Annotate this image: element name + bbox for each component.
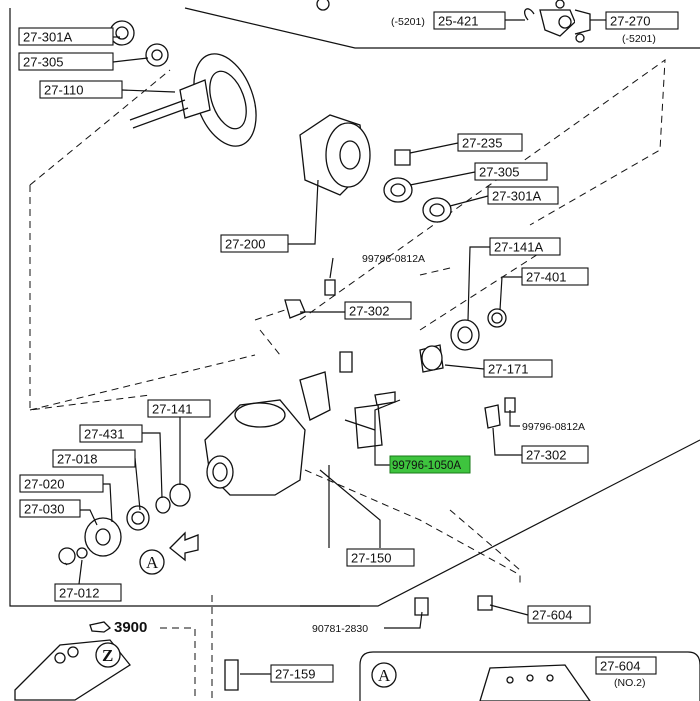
- part-range-5201-right: (-5201): [622, 33, 656, 45]
- reference-3900: 3900: [114, 619, 147, 636]
- carrier-housing-part: [58, 371, 383, 565]
- ring-gear-part: [109, 20, 257, 147]
- differential-case-part: [299, 114, 452, 223]
- callout-27-200: 27-200: [220, 234, 289, 253]
- callout-27-302: 27-302: [521, 445, 589, 464]
- part-99796-0812A-right: 99796-0812A: [522, 421, 585, 433]
- callout-25-421: 25-421: [433, 11, 506, 30]
- callout-label: 27-141A: [494, 240, 543, 255]
- callout-27-110: 27-110: [39, 80, 123, 99]
- callout-27-302: 27-302: [344, 301, 412, 320]
- highlighted-part-number: 99796-1050A: [392, 460, 461, 472]
- callout-label: 27-431: [84, 427, 124, 442]
- callout-label: 27-401: [526, 270, 566, 285]
- callout-27-171: 27-171: [483, 359, 553, 378]
- callout-27-301a: 27-301A: [487, 186, 559, 205]
- callout-27-030: 27-030: [19, 499, 81, 518]
- dashed-outline-bottom: [304, 469, 521, 585]
- inset-a-cover-part: [479, 664, 591, 701]
- circle-z-letter: Z: [102, 646, 113, 665]
- callout-group: 27-301A 27-305 27-110 27-235 27-305 27-301A 27…: [18, 11, 679, 683]
- callout-label: 27-200: [225, 237, 265, 252]
- inset-a-frame: [359, 651, 700, 701]
- inset-no2-note: (NO.2): [614, 677, 646, 689]
- callout-label: 27-030: [24, 502, 64, 517]
- hand-pointer-icon: [89, 621, 112, 633]
- callout-label: 27-235: [462, 136, 502, 151]
- frame-top-edge: [184, 7, 700, 49]
- callout-27-141a: 27-141A: [489, 237, 561, 256]
- part-90781-2830: 90781-2830: [312, 623, 368, 635]
- bottom-bolts: [224, 595, 493, 691]
- callout-27-604: 27-604: [595, 656, 657, 675]
- view-direction-arrow: [169, 531, 199, 562]
- callout-label: 27-270: [610, 14, 650, 29]
- callout-label: 27-604: [532, 608, 572, 623]
- circle-a-letter: A: [146, 553, 159, 572]
- dashed-outline: [29, 58, 666, 411]
- callout-label: 27-110: [44, 83, 84, 98]
- callout-label: 27-171: [488, 362, 528, 377]
- callout-label: 27-012: [59, 586, 99, 601]
- inset-a-letter: A: [378, 666, 391, 685]
- callout-27-141: 27-141: [147, 399, 211, 418]
- callout-label: 27-141: [152, 402, 192, 417]
- callout-27-301a: 27-301A: [18, 27, 114, 46]
- callout-label: 27-020: [24, 477, 64, 492]
- callout-label: 27-302: [349, 304, 389, 319]
- companion-flange-part: [316, 0, 591, 43]
- callout-label: 27-301A: [23, 30, 72, 45]
- callout-27-159: 27-159: [270, 664, 334, 683]
- callout-highlighted-99796-1050a: 99796-1050A: [389, 455, 471, 474]
- part-99796-0812A-top: 99796-0812A: [362, 253, 425, 265]
- callout-label: 27-018: [57, 452, 97, 467]
- callout-label: 27-302: [526, 448, 566, 463]
- inset-a-marker: A: [371, 662, 397, 688]
- callout-label: 27-305: [479, 165, 519, 180]
- callout-27-401: 27-401: [521, 267, 589, 286]
- bolts-brackets: [284, 279, 516, 429]
- callout-27-018: 27-018: [52, 449, 136, 468]
- callout-label: 25-421: [438, 14, 478, 29]
- callout-27-020: 27-020: [19, 474, 104, 493]
- callout-27-235: 27-235: [457, 133, 523, 152]
- callout-label: 27-604: [600, 659, 640, 674]
- callout-label: 27-305: [23, 55, 63, 70]
- part-range-5201-left: (-5201): [391, 16, 425, 28]
- leader-lines: [58, 19, 606, 675]
- circle-a-marker: A: [139, 549, 165, 575]
- callout-27-305: 27-305: [474, 162, 548, 181]
- callout-label: 27-159: [275, 667, 315, 682]
- assembly-frame: [9, 8, 700, 607]
- right-bearings-part: [419, 308, 507, 373]
- callout-label: 27-150: [351, 551, 391, 566]
- callout-27-604: 27-604: [527, 605, 591, 624]
- callout-27-012: 27-012: [54, 583, 122, 602]
- callout-27-431: 27-431: [79, 424, 143, 443]
- callout-label: 27-301A: [492, 189, 541, 204]
- dashed-link-3900: [160, 627, 196, 701]
- circle-z-marker: Z: [95, 642, 121, 668]
- callout-27-270: 27-270: [605, 11, 679, 30]
- callout-27-150: 27-150: [346, 548, 415, 567]
- callout-27-305: 27-305: [18, 52, 114, 71]
